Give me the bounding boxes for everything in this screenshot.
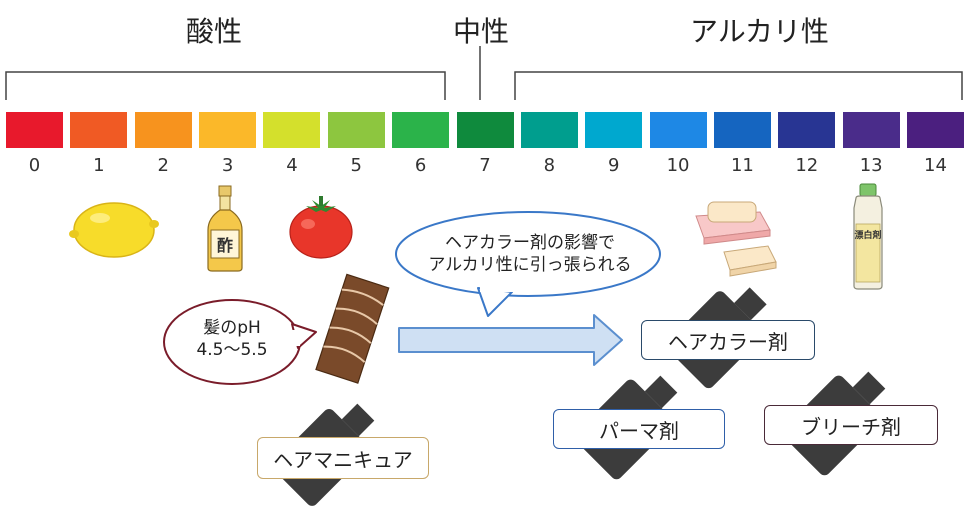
alkaline-bracket — [514, 71, 963, 100]
bleach-bottle-icon — [853, 183, 883, 290]
ph-segment-13 — [842, 112, 900, 148]
ph-segment-11 — [713, 112, 771, 148]
ph-number-14: 14 — [924, 155, 947, 176]
ph-segment-6 — [392, 112, 450, 148]
ph-number-7: 7 — [479, 155, 491, 176]
ph-segment-14 — [907, 112, 964, 148]
heading-neutral: 中性 — [453, 15, 510, 48]
ph-segment-8 — [520, 112, 578, 148]
ph-segment-2 — [134, 112, 192, 148]
ph-segment-5 — [327, 112, 385, 148]
bleach-label: 漂白剤 — [854, 231, 882, 241]
hair-color-text-1: ヘアカラー剤の影響で — [445, 233, 615, 253]
ph-number-1: 1 — [93, 155, 105, 176]
shift-arrow — [398, 314, 623, 366]
ph-number-12: 12 — [795, 155, 819, 176]
ph-number-2: 2 — [157, 155, 169, 176]
hair-color-label: ヘアカラー剤 — [641, 320, 815, 360]
ph-segment-12 — [778, 112, 836, 148]
range-brackets — [5, 46, 963, 100]
ph-number-0: 0 — [28, 155, 41, 176]
perm-label: パーマ剤 — [553, 409, 725, 449]
ph-number-4: 4 — [286, 155, 298, 176]
hair-ph-bubble — [163, 299, 317, 385]
ph-segment-4 — [263, 112, 321, 148]
hair-ph-text-2: 4.5〜5.5 — [196, 340, 268, 360]
hair-color-bubble — [395, 211, 661, 317]
ph-number-3: 3 — [221, 155, 234, 176]
vinegar-label: 酢 — [216, 236, 233, 255]
ph-number-9: 9 — [607, 155, 620, 176]
acidic-bracket — [5, 71, 446, 100]
ph-number-13: 13 — [859, 155, 883, 176]
bleach-agent-label: ブリーチ剤 — [764, 405, 938, 445]
ph-number-11: 11 — [730, 155, 754, 176]
vinegar-bottle-icon — [207, 185, 243, 272]
hair-manicure-label: ヘアマニキュア — [257, 437, 429, 479]
ph-segment-1 — [70, 112, 128, 148]
ph-segment-7 — [456, 112, 514, 148]
hair-ph-text-1: 髪のpH — [203, 318, 261, 338]
ph-segment-10 — [649, 112, 707, 148]
ph-scale — [6, 112, 964, 148]
lemon-icon — [69, 202, 159, 258]
ph-number-8: 8 — [543, 155, 556, 176]
ph-segment-9 — [585, 112, 643, 148]
ph-number-5: 5 — [350, 155, 362, 176]
ph-number-6: 6 — [414, 155, 427, 176]
ph-segment-3 — [199, 112, 257, 148]
hair-color-text-2: アルカリ性に引っ張られる — [428, 255, 632, 275]
hair-strand-icon — [315, 273, 390, 384]
ph-number-10: 10 — [666, 155, 690, 176]
tomato-icon — [289, 196, 353, 259]
ph-segment-0 — [6, 112, 63, 148]
heading-alkaline: アルカリ性 — [690, 15, 829, 48]
soap-icon — [695, 201, 777, 277]
heading-acidic: 酸性 — [186, 15, 243, 48]
